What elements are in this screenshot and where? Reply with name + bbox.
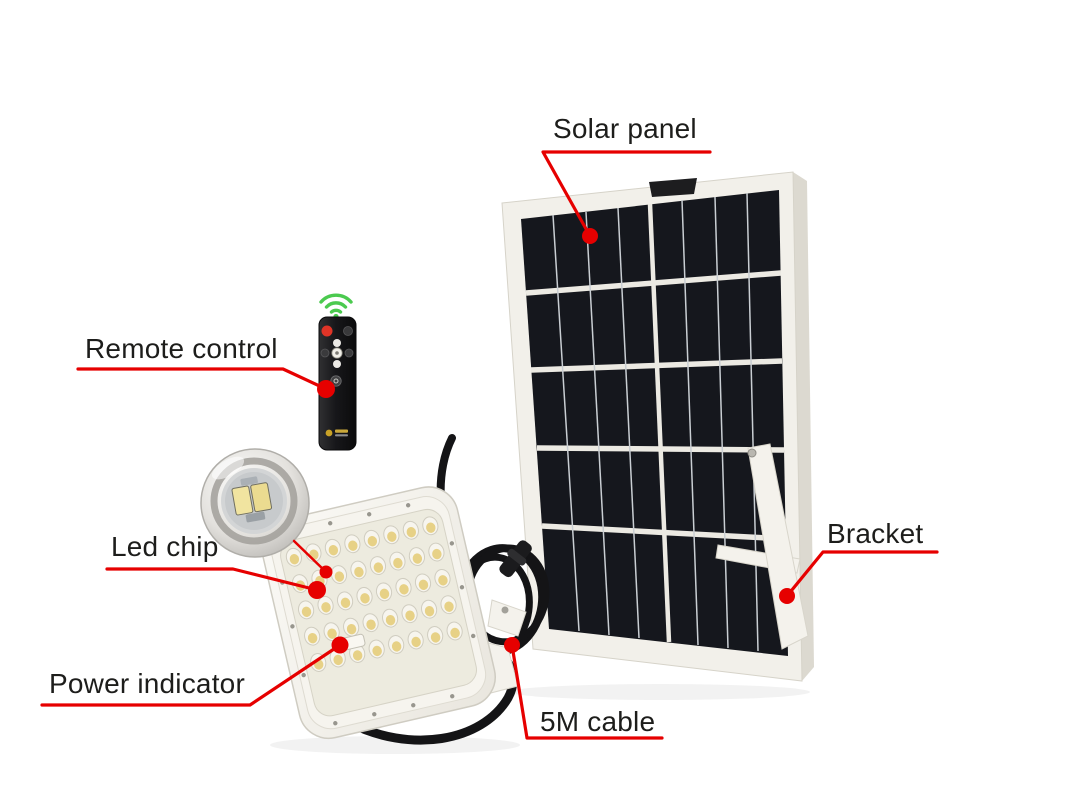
shadow — [510, 684, 810, 700]
flood-light — [261, 486, 496, 740]
label-5m-cable: 5M cable — [540, 706, 656, 737]
remote-power-button — [321, 325, 333, 337]
bezel-screws — [280, 503, 476, 726]
label-led-chip: Led chip — [111, 531, 219, 562]
solar-panel — [501, 171, 814, 682]
leader-5m-cable — [510, 643, 664, 740]
shadow — [270, 736, 520, 754]
remote-control — [318, 316, 357, 451]
wifi-icon — [319, 293, 353, 320]
remote-timer-button — [330, 375, 342, 387]
label-bracket: Bracket — [827, 518, 924, 549]
led-chip-inset — [200, 448, 310, 558]
brand-logo — [325, 429, 348, 437]
leader-bracket — [785, 550, 939, 598]
leader-inset-to-led — [292, 539, 328, 574]
label-remote-control: Remote control — [85, 333, 278, 364]
cable-connector — [499, 540, 532, 578]
led-chip — [231, 476, 273, 523]
leader-power-indicator — [40, 643, 342, 707]
panel-cells — [521, 190, 788, 656]
leader-remote-control — [76, 367, 328, 391]
panel-top-tab — [649, 178, 697, 197]
annotation-leaders — [40, 150, 939, 740]
panel-side-edge — [793, 172, 814, 681]
leader-led-chip — [105, 567, 319, 592]
leader-solar-panel — [541, 150, 712, 238]
label-power-indicator: Power indicator — [49, 668, 245, 699]
label-solar-panel: Solar panel — [553, 113, 697, 144]
remote-mode-button — [343, 326, 353, 336]
